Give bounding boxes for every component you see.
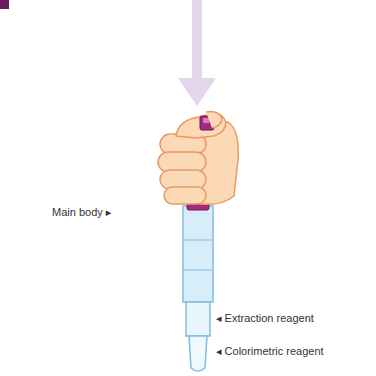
- part-label: ◂ Colorimetric reagent: [216, 345, 324, 358]
- part-label: ◂ Extraction reagent: [216, 312, 314, 325]
- thumb: [206, 112, 222, 128]
- device: [183, 196, 213, 371]
- corner-mark: [0, 0, 9, 9]
- hand: [158, 114, 238, 205]
- part-label: Main body ▸: [52, 206, 111, 219]
- press-arrow: [178, 0, 216, 106]
